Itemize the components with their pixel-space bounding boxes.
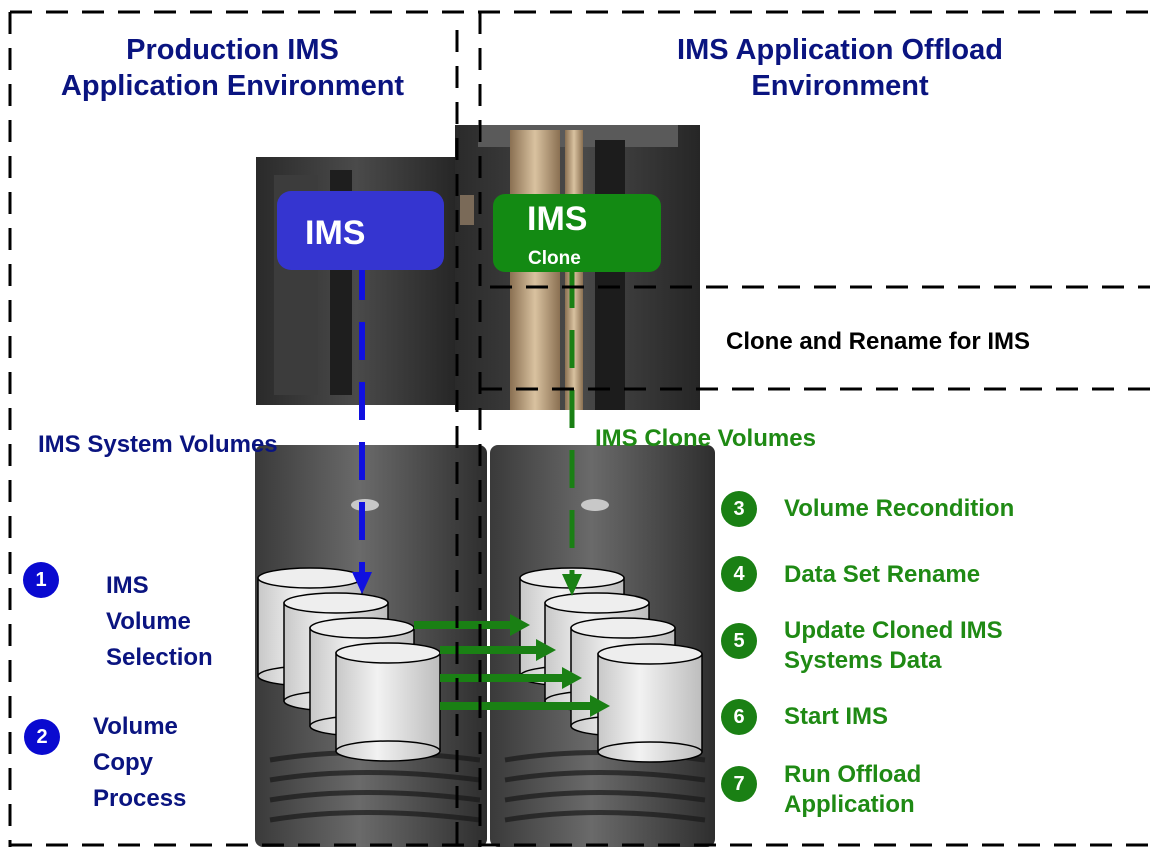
step-5-label-line1: Update Cloned IMS bbox=[784, 617, 1003, 644]
step-3-label: Volume Recondition bbox=[784, 495, 1015, 522]
ims-clone-volumes-arrow bbox=[562, 270, 582, 596]
production-env-title-line2: Application Environment bbox=[60, 70, 405, 102]
clone-rename-label: Clone and Rename for IMS bbox=[726, 328, 1031, 355]
step-2-label: Volume Copy Process bbox=[93, 709, 186, 817]
step-5-label: Update Cloned IMS Systems Data bbox=[784, 616, 1003, 676]
clone-volume-cylinder bbox=[597, 643, 703, 763]
source-volumes bbox=[257, 567, 441, 762]
copy-arrows bbox=[414, 614, 610, 717]
production-env-title-line1: Production IMS bbox=[126, 34, 339, 66]
step-1-badge: 1 bbox=[23, 562, 59, 598]
ims-box-label: IMS bbox=[305, 214, 366, 252]
production-env-title: Production IMS Application Environment bbox=[40, 32, 425, 104]
ims-system-volumes-arrow bbox=[352, 262, 372, 594]
step-5-badge: 5 bbox=[721, 623, 757, 659]
ims-system-volumes-label: IMS System Volumes bbox=[38, 431, 278, 458]
step-1-label-line1: IMS bbox=[106, 572, 149, 599]
offload-env-title-line2: Environment bbox=[751, 70, 929, 102]
step-7-label: Run Offload Application bbox=[784, 760, 921, 820]
step-1-label-line2: Volume bbox=[106, 608, 191, 635]
step-2-badge: 2 bbox=[24, 719, 60, 755]
ims-clone-box-label: IMS bbox=[527, 200, 588, 238]
offload-env-title-line1: IMS Application Offload bbox=[677, 34, 1003, 66]
ims-clone-volumes-label: IMS Clone Volumes bbox=[595, 425, 816, 452]
step-7-label-line2: Application bbox=[784, 791, 915, 818]
copy-arrow bbox=[440, 695, 610, 717]
step-4-badge: 4 bbox=[721, 556, 757, 592]
step-1-label: IMS Volume Selection bbox=[106, 568, 213, 676]
step-2-label-line2: Copy bbox=[93, 749, 153, 776]
step-7-badge: 7 bbox=[721, 766, 757, 802]
step-2-label-line3: Process bbox=[93, 785, 187, 812]
environment-boundaries bbox=[8, 10, 1150, 847]
ims-box bbox=[277, 191, 444, 270]
step-3-badge: 3 bbox=[721, 491, 757, 527]
step-4-label: Data Set Rename bbox=[784, 561, 981, 588]
step-7-label-line1: Run Offload bbox=[784, 761, 922, 788]
step-6-badge: 6 bbox=[721, 699, 757, 735]
ims-clone-box-sublabel: Clone bbox=[528, 248, 581, 269]
source-volume-cylinder bbox=[335, 642, 441, 762]
step-5-label-line2: Systems Data bbox=[784, 647, 942, 674]
copy-arrow bbox=[440, 667, 582, 689]
offload-env-title: IMS Application Offload Environment bbox=[600, 32, 1080, 104]
copy-arrow bbox=[414, 614, 530, 636]
step-2-label-line1: Volume bbox=[93, 713, 178, 740]
copy-arrow bbox=[440, 639, 556, 661]
step-1-label-line3: Selection bbox=[106, 644, 213, 671]
step-6-label: Start IMS bbox=[784, 703, 889, 730]
ims-clone-box bbox=[493, 194, 661, 272]
